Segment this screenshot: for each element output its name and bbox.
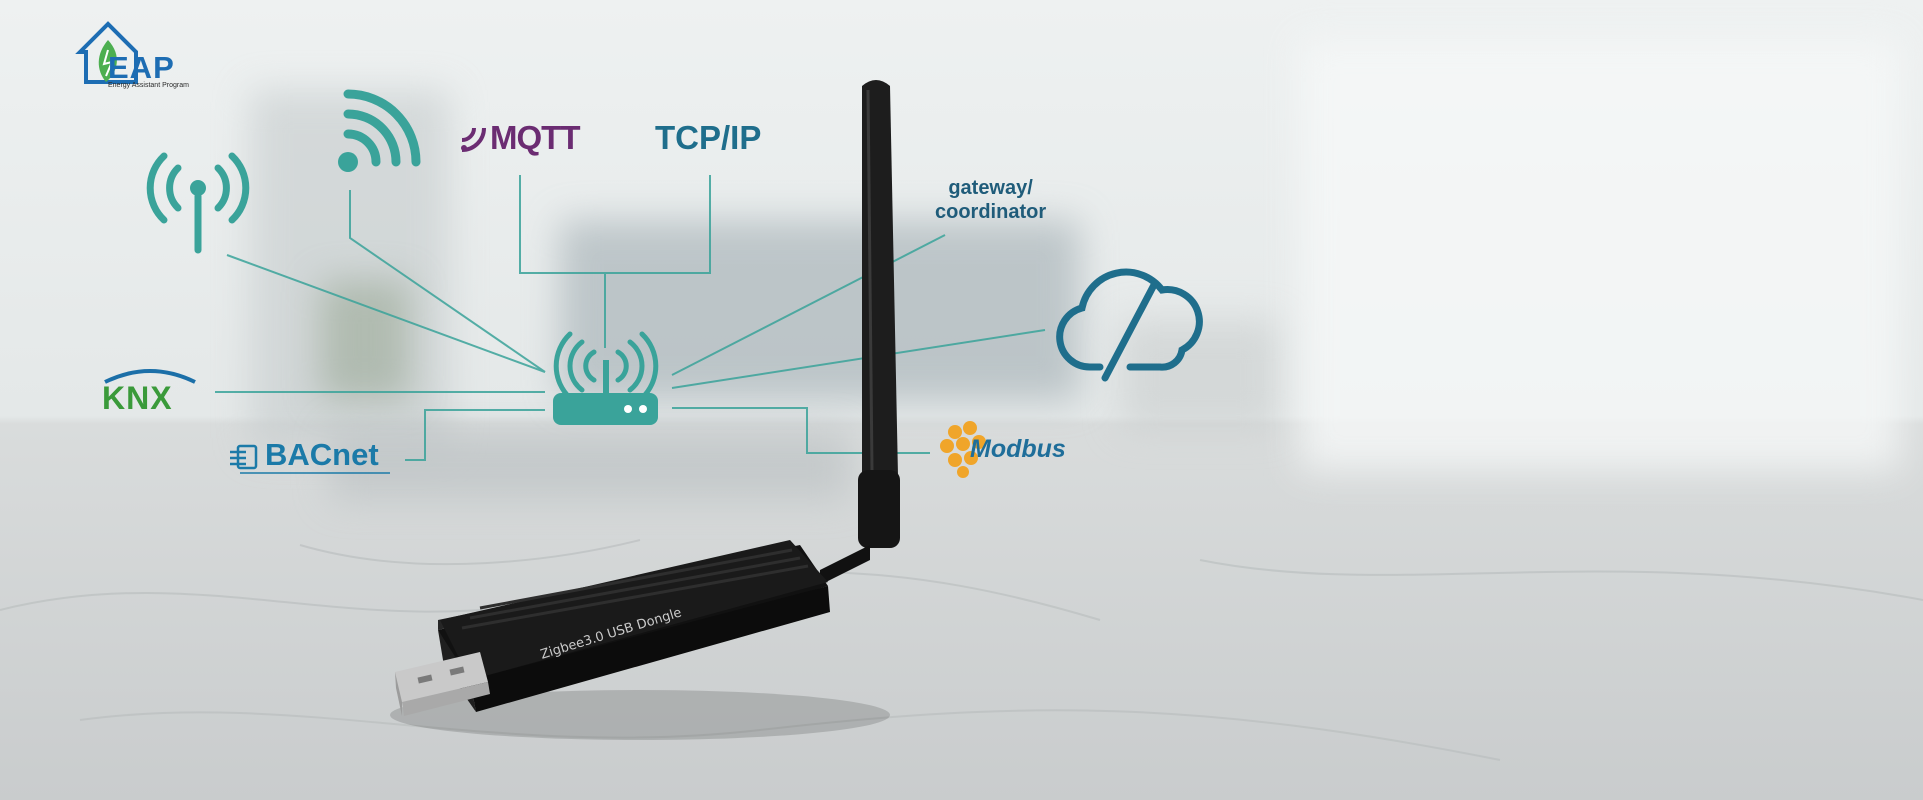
house-leaf-icon [75, 21, 138, 84]
wifi-icon [338, 89, 421, 172]
bg-right-furniture [1120, 320, 1280, 430]
knx-arc-icon [104, 369, 196, 384]
bacnet-icon [230, 444, 390, 474]
modbus-hex-icon [940, 421, 986, 478]
gateway-label: gateway/ coordinator [935, 176, 1046, 224]
dongle-antenna [820, 80, 900, 585]
cloud-icon [1056, 268, 1203, 382]
knx-label: KNX [102, 380, 173, 416]
connection-lines [215, 175, 1046, 461]
gateway-line1: gateway/ [948, 177, 1033, 199]
bg-window [560, 220, 1080, 400]
logo-text: EAP [108, 50, 175, 85]
marble-veins [0, 539, 1923, 761]
bg-sofa [330, 430, 850, 500]
modbus-label: Modbus [970, 435, 1066, 463]
mqtt-icon [461, 127, 486, 152]
usb-dongle-icon [390, 540, 890, 740]
tcp-ip-label: TCP/IP [655, 119, 762, 156]
bg-bright-window [1300, 40, 1900, 470]
router-icon [553, 331, 659, 425]
antenna-tower-icon [146, 152, 250, 254]
gateway-line2: coordinator [935, 201, 1047, 223]
bg-plant [320, 280, 410, 400]
logo-subtitle: Energy Assistant Program [108, 82, 189, 89]
bacnet-label: BACnet [265, 437, 379, 472]
mqtt-label: MQTT [490, 119, 580, 156]
